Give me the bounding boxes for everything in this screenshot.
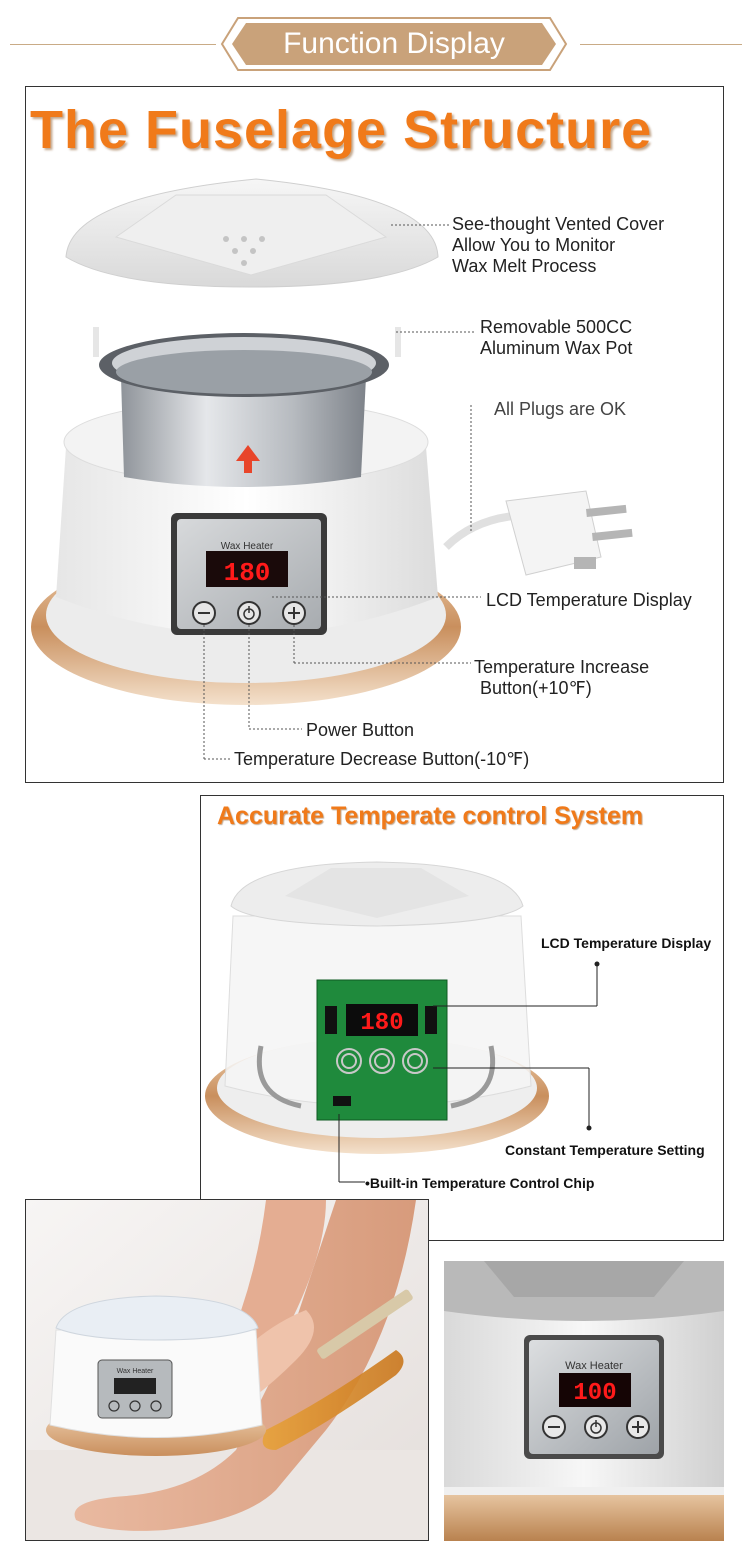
structure-title: The Fuselage Structure [30, 100, 653, 160]
header-divider-left [10, 44, 216, 45]
closeup-photo: Wax Heater 100 [444, 1261, 724, 1541]
lcd-reading: 180 [224, 558, 271, 588]
label-constant: Constant Temperature Setting [505, 1142, 705, 1158]
label-lcd-2: LCD Temperature Display [541, 935, 712, 951]
usage-photo: Wax Heater [25, 1199, 429, 1541]
label-power: Power Button [306, 720, 415, 740]
label-plugs: All Plugs are OK [494, 399, 627, 419]
label-increase-line1: Temperature Increase [474, 657, 650, 677]
control-board-diagram: 180 [205, 861, 600, 1183]
label-chip: •Built-in Temperature Control Chip [365, 1175, 595, 1191]
pcb-lcd-reading: 180 [360, 1010, 403, 1037]
header-badge [220, 17, 568, 71]
plus-button[interactable] [282, 601, 306, 625]
control-system-panel: 180 Accurate Temperate control System LC… [200, 795, 724, 1241]
header-title: Function Display [283, 27, 505, 60]
heater-caption: Wax Heater [117, 1368, 154, 1375]
closeup-minus-button[interactable] [542, 1415, 566, 1439]
minus-button[interactable] [192, 601, 216, 625]
power-button[interactable] [237, 601, 261, 625]
closeup-plus-button[interactable] [626, 1415, 650, 1439]
closeup-lcd-reading: 100 [573, 1380, 616, 1407]
closeup-power-button[interactable] [584, 1415, 608, 1439]
label-pot-line1: Removable 500CC [480, 317, 633, 337]
label-decrease: Temperature Decrease Button(-10℉) [234, 749, 530, 769]
closeup-caption: Wax Heater [565, 1360, 623, 1372]
label-lcd: LCD Temperature Display [486, 590, 692, 610]
control-system-title: Accurate Temperate control System [217, 802, 644, 830]
wax-heater-diagram: Wax Heater 180 [31, 178, 633, 760]
power-plug [443, 490, 633, 576]
label-cover-line3: Wax Melt Process [452, 256, 597, 276]
label-pot-line2: Aluminum Wax Pot [480, 338, 633, 358]
header-divider-right [580, 44, 742, 45]
label-cover-line1: See-thought Vented Cover [452, 214, 665, 234]
label-cover-line2: Allow You to Monitor [452, 235, 616, 255]
label-increase-line2: Button(+10℉) [480, 678, 592, 698]
panel-caption: Wax Heater [221, 541, 274, 552]
structure-panel: Wax Heater 180 The Fuselage Structure [25, 86, 724, 783]
